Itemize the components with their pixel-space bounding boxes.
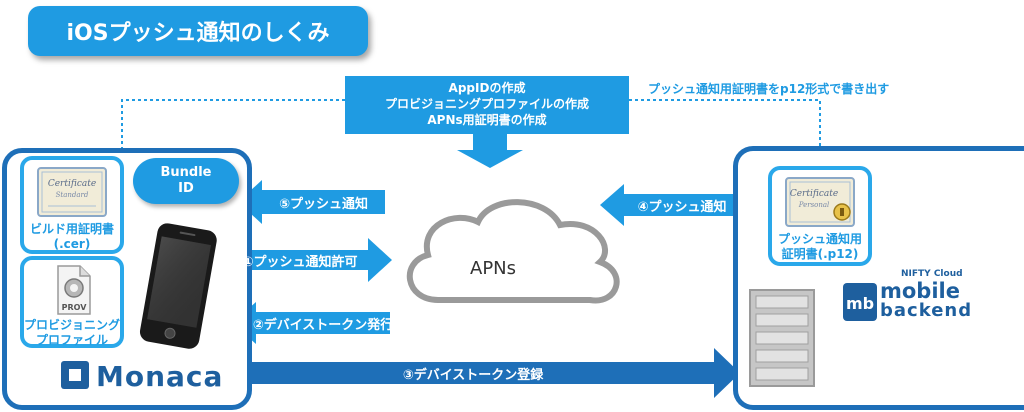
nifty-cloud-label: NIFTY Cloud <box>901 269 963 279</box>
setup-step-appid: AppIDの作成 <box>448 81 526 95</box>
provisioning-file-icon: PROV <box>57 265 91 315</box>
build-cert-card: Certificate Standard ビルド用証明書 (.cer) <box>20 156 124 254</box>
backend-word: backend <box>880 300 973 321</box>
svg-text:Standard: Standard <box>56 191 89 199</box>
certificate-icon: Certificate Standard <box>37 167 107 217</box>
profile-label-line1: プロビジョニング <box>24 318 121 332</box>
mobile-word: mobile <box>880 279 960 303</box>
step2-label: ②デバイストークン発行 <box>252 317 394 333</box>
prov-icon-text: PROV <box>62 303 88 312</box>
profile-label-line2: プロファイル <box>35 333 108 347</box>
mb-logo-text: mb <box>846 294 874 313</box>
setup-step-apns-cert: APNs用証明書の作成 <box>427 113 547 127</box>
step1-label: ①プッシュ通知許可 <box>242 254 358 270</box>
push-cert-label-line1: プッシュ通知用 <box>777 232 862 246</box>
svg-text:Certificate: Certificate <box>48 179 96 189</box>
bundle-id-line2: ID <box>178 181 194 196</box>
svg-text:Personal: Personal <box>798 201 830 209</box>
iphone-icon <box>139 223 217 349</box>
mobile-backend-logo-icon: mb <box>843 283 877 321</box>
apns-label: APNs <box>470 258 517 279</box>
build-cert-label-line1: ビルド用証明書 <box>29 222 114 236</box>
arrow-step5 <box>238 180 385 224</box>
apns-cloud <box>406 199 620 304</box>
svg-text:Certificate: Certificate <box>790 189 838 199</box>
setup-step-profile: プロビジョニングプロファイルの作成 <box>384 97 589 111</box>
down-arrow <box>457 134 523 168</box>
monaca-logo-icon <box>61 361 89 389</box>
arrow-step1 <box>232 238 392 282</box>
bundle-id-badge: Bundle ID <box>133 158 239 204</box>
setup-steps-box: AppIDの作成 プロビジョニングプロファイルの作成 APNs用証明書の作成 <box>345 76 629 134</box>
step4-label: ④プッシュ通知 <box>637 199 727 215</box>
build-cert-label-line2: (.cer) <box>53 237 91 251</box>
monaca-name: Monaca <box>96 360 224 393</box>
bundle-id-line1: Bundle <box>160 165 212 180</box>
dotted-connector-right <box>629 99 821 156</box>
arrow-step2 <box>232 302 390 344</box>
push-certificate-icon: Certificate Personal <box>785 177 855 227</box>
step5-label: ⑤プッシュ通知 <box>278 196 368 212</box>
step3-label: ③デバイストークン登録 <box>402 367 544 383</box>
dotted-connector-left <box>121 99 345 152</box>
push-cert-label-line2: 証明書(.p12) <box>781 247 859 261</box>
provisioning-profile-card: PROV プロビジョニング プロファイル <box>20 256 124 348</box>
diagram-title: iOSプッシュ通知のしくみ <box>28 6 368 56</box>
export-label: プッシュ通知用証明書をp12形式で書き出す <box>648 82 890 96</box>
server-icon <box>749 289 815 387</box>
arrow-step4 <box>600 184 740 226</box>
arrow-step3 <box>232 348 740 398</box>
push-cert-card: Certificate Personal プッシュ通知用 証明書(.p12) <box>768 166 872 266</box>
